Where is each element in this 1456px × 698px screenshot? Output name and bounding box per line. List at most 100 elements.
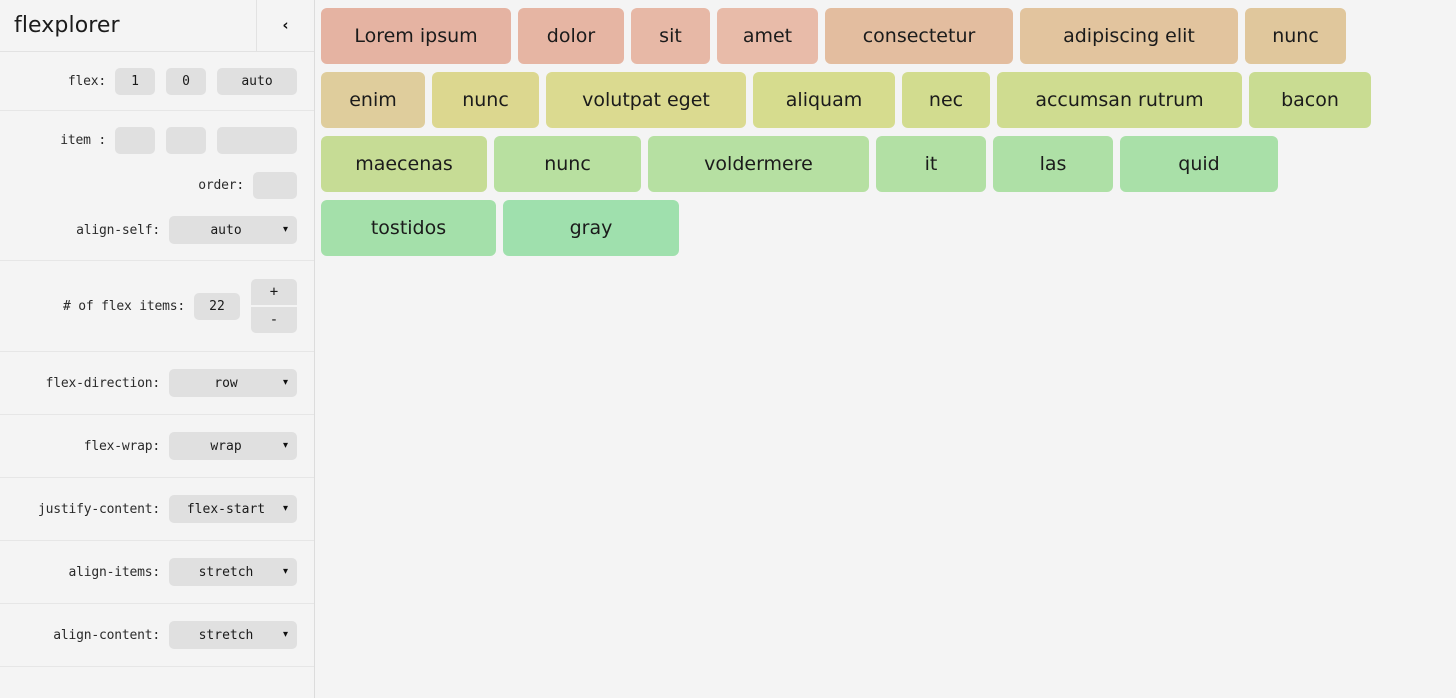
flex-item[interactable]: volutpat eget (546, 72, 746, 128)
label-align-items: align-items: (68, 564, 160, 580)
flex-wrap-select-wrap: wrap ▾ (169, 432, 297, 460)
item-shrink-input[interactable] (166, 126, 206, 154)
control-group-align-items: align-items: stretch ▾ (0, 541, 314, 604)
flex-item-label: las (1039, 153, 1067, 175)
flex-canvas: Lorem ipsum dolor sit amet consectetur adipis… (315, 0, 1456, 698)
flex-direction-select[interactable]: row (169, 369, 297, 397)
flex-item[interactable]: nunc (432, 72, 539, 128)
flex-item[interactable]: tostidos (321, 200, 496, 256)
flex-item[interactable]: maecenas (321, 136, 487, 192)
flex-item-label: tostidos (370, 217, 447, 239)
flex-item[interactable]: amet (717, 8, 818, 64)
flex-shrink-input[interactable] (166, 67, 206, 95)
align-items-select[interactable]: stretch (169, 558, 297, 586)
flex-item-label: bacon (1281, 89, 1339, 111)
flex-direction-select-wrap: row ▾ (169, 369, 297, 397)
sidebar-collapse-button[interactable]: ‹ (256, 0, 314, 51)
control-row-align-items: align-items: stretch ▾ (0, 554, 314, 590)
flex-grow-input[interactable] (115, 67, 155, 95)
align-items-select-wrap: stretch ▾ (169, 558, 297, 586)
label-flex-direction: flex-direction: (45, 375, 161, 391)
control-group-justify-content: justify-content: flex-start ▾ (0, 478, 314, 541)
align-content-select[interactable]: stretch (169, 621, 297, 649)
control-group-align-content: align-content: stretch ▾ (0, 604, 314, 667)
order-input[interactable] (253, 171, 297, 199)
flex-item-label: nunc (1272, 25, 1319, 47)
flex-item[interactable]: dolor (518, 8, 624, 64)
control-row-item: item : (0, 122, 314, 158)
flex-item[interactable]: accumsan rutrum (997, 72, 1242, 128)
flex-item-label: maecenas (355, 153, 453, 175)
label-item: item : (60, 132, 106, 148)
control-row-justify-content: justify-content: flex-start ▾ (0, 491, 314, 527)
flex-item-label: voldermere (704, 153, 813, 175)
flex-item[interactable]: enim (321, 72, 425, 128)
control-row-count: # of flex items: + - (0, 279, 314, 333)
flex-item-count-stepper: + - (251, 279, 297, 333)
spacer (0, 203, 314, 212)
control-row-flex-wrap: flex-wrap: wrap ▾ (0, 428, 314, 464)
flex-item-label: dolor (546, 25, 596, 47)
flex-item-label: adipiscing elit (1063, 25, 1195, 47)
control-row-flex: flex: (0, 63, 314, 99)
item-grow-input[interactable] (115, 126, 155, 154)
flex-item[interactable]: bacon (1249, 72, 1371, 128)
control-row-align-content: align-content: stretch ▾ (0, 617, 314, 653)
flex-item[interactable]: it (876, 136, 986, 192)
label-flex-item-count: # of flex items: (62, 298, 185, 314)
flex-item-label: quid (1178, 153, 1220, 175)
flex-item[interactable]: las (993, 136, 1113, 192)
align-self-select-wrap: auto ▾ (169, 216, 297, 244)
flex-item-label: amet (742, 25, 793, 47)
label-flex-wrap: flex-wrap: (83, 438, 160, 454)
control-group-count: # of flex items: + - (0, 261, 314, 352)
flex-item[interactable]: Lorem ipsum (321, 8, 511, 64)
justify-content-select[interactable]: flex-start (169, 495, 297, 523)
flex-item-label: sit (659, 25, 682, 47)
control-row-order: order: (0, 167, 314, 203)
control-row-align-self: align-self: auto ▾ (0, 212, 314, 248)
page-title: flexplorer (14, 12, 120, 38)
flex-item[interactable]: quid (1120, 136, 1278, 192)
control-group-item: item : order: align-self: auto ▾ (0, 111, 314, 261)
flex-item-label: Lorem ipsum (354, 25, 478, 47)
flex-item-label: accumsan rutrum (1035, 89, 1204, 111)
label-align-self: align-self: (76, 222, 160, 238)
flex-item[interactable]: nunc (494, 136, 641, 192)
align-self-select[interactable]: auto (169, 216, 297, 244)
increment-button[interactable]: + (251, 279, 297, 305)
flex-item-label: aliquam (785, 89, 863, 111)
label-order: order: (198, 177, 244, 193)
flex-item[interactable]: adipiscing elit (1020, 8, 1238, 64)
flex-item[interactable]: aliquam (753, 72, 895, 128)
flex-item-label: gray (569, 217, 613, 239)
flex-item-count-input[interactable] (194, 292, 240, 320)
justify-content-select-wrap: flex-start ▾ (169, 495, 297, 523)
align-content-select-wrap: stretch ▾ (169, 621, 297, 649)
label-flex: flex: (67, 73, 106, 89)
flex-item-label: it (924, 153, 938, 175)
flex-item-label: enim (349, 89, 397, 111)
flex-item[interactable]: consectetur (825, 8, 1013, 64)
sidebar-header: flexplorer ‹ (0, 0, 314, 52)
label-justify-content: justify-content: (37, 501, 160, 517)
flex-item[interactable]: nunc (1245, 8, 1346, 64)
flex-item-label: nunc (462, 89, 509, 111)
flex-item-label: volutpat eget (582, 89, 710, 111)
flex-container: Lorem ipsum dolor sit amet consectetur adipis… (315, 0, 1456, 698)
flex-item[interactable]: voldermere (648, 136, 869, 192)
flex-item-label: nunc (544, 153, 591, 175)
flex-wrap-select[interactable]: wrap (169, 432, 297, 460)
flex-item[interactable]: gray (503, 200, 679, 256)
item-basis-input[interactable] (217, 126, 297, 154)
flex-item[interactable]: nec (902, 72, 990, 128)
control-group-flex-wrap: flex-wrap: wrap ▾ (0, 415, 314, 478)
flex-item-label: nec (928, 89, 964, 111)
control-row-flex-direction: flex-direction: row ▾ (0, 365, 314, 401)
flex-basis-input[interactable] (217, 67, 297, 95)
sidebar: flexplorer ‹ flex: item : (0, 0, 315, 698)
decrement-button[interactable]: - (251, 307, 297, 333)
flex-item[interactable]: sit (631, 8, 710, 64)
spacer (0, 158, 314, 167)
